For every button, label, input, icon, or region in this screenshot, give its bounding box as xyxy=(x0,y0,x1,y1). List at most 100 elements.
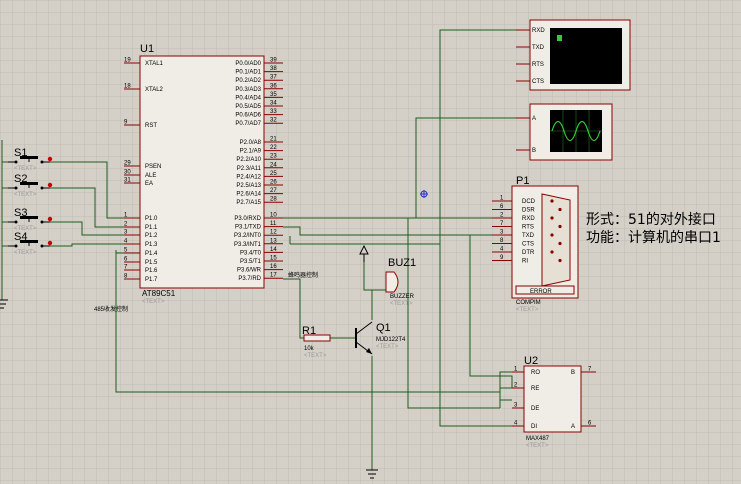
mcu-pin-number: 32 xyxy=(270,118,277,124)
mcu-pin-number: 4 xyxy=(124,239,128,245)
mcu-pin-number: 9 xyxy=(124,120,128,126)
buzzer-ref: BUZ1 xyxy=(388,257,416,269)
scope-waveform xyxy=(551,120,601,142)
mcu-part: AT89C51 xyxy=(142,289,176,298)
compim-pin-name: DTR xyxy=(522,250,535,256)
switch-button-bar xyxy=(20,156,38,159)
switch-contact xyxy=(14,220,18,224)
mcu-pin-name: P2.0/A8 xyxy=(240,140,262,146)
wire-s1 xyxy=(50,161,124,219)
mcu-pin-name: P0.1/AD1 xyxy=(235,70,261,76)
mcu-pin-number: 30 xyxy=(124,170,131,176)
mcu-pin-number: 33 xyxy=(270,109,277,115)
switch-s1[interactable]: S1<TEXT> xyxy=(8,147,53,172)
mcu-pin-number: 5 xyxy=(124,248,128,254)
compim-pin-name: DSR xyxy=(522,208,535,214)
buzzer-body xyxy=(385,271,399,293)
mcu-pin-name: P0.4/AD4 xyxy=(235,95,261,101)
mcu-pin-number: 12 xyxy=(270,230,277,236)
switch-contact xyxy=(40,244,44,248)
mcu-pin-name: P1.5 xyxy=(145,260,158,266)
buzzer-text: <TEXT> xyxy=(390,301,413,307)
switch-state-indicator[interactable] xyxy=(47,182,53,188)
mcu-pin-name: ALE xyxy=(145,173,156,179)
compim-pin-number: 2 xyxy=(500,213,504,219)
db9-pin-dot xyxy=(550,250,554,254)
transistor-q1[interactable]: Q1 MJD122T4 <TEXT> xyxy=(355,321,406,355)
mcu-pin-number: 11 xyxy=(270,221,277,227)
mcu-pin-number: 21 xyxy=(270,137,277,143)
compim-pin-number: 6 xyxy=(500,204,504,210)
switch-s3[interactable]: S3<TEXT> xyxy=(8,207,53,232)
mcu-pin-name: P0.7/AD7 xyxy=(235,121,261,127)
note-line-2: 功能：计算机的串口1 xyxy=(586,230,721,246)
mcu-pin-number: 39 xyxy=(270,58,277,64)
wire-rxd-max487 xyxy=(407,218,500,409)
terminal-cursor xyxy=(557,35,562,41)
wire-txd xyxy=(283,226,492,236)
mcu-pin-number: 16 xyxy=(270,264,277,270)
terminal-pin-name: RTS xyxy=(532,62,544,68)
switch-button-bar xyxy=(20,182,38,185)
switch-contact xyxy=(40,220,44,224)
mcu-pin-name: P2.2/A10 xyxy=(236,157,261,163)
wire-term-rxd xyxy=(439,29,530,244)
buzzer[interactable]: BUZ1 BUZZER <TEXT> xyxy=(385,257,416,307)
terminal-pin-name: TXD xyxy=(532,45,545,51)
switch-state-indicator[interactable] xyxy=(47,240,53,246)
wire-s4 xyxy=(50,243,124,247)
resistor-r1[interactable]: R1 10k <TEXT> xyxy=(302,325,331,359)
mcu-pin-number: 2 xyxy=(124,222,128,228)
mcu-pin-name: P2.7/A15 xyxy=(236,200,261,206)
mcu-pin-name: P1.6 xyxy=(145,268,158,274)
mcu-pin-number: 18 xyxy=(124,84,131,90)
mcu-pin-name: P1.1 xyxy=(145,225,158,231)
switch-state-indicator[interactable] xyxy=(47,216,53,222)
max487-pin-name: RE xyxy=(531,386,539,392)
max487-text: <TEXT> xyxy=(526,443,549,449)
compim-ref: P1 xyxy=(516,175,529,187)
switch-s4[interactable]: S4<TEXT> xyxy=(8,231,53,256)
note-line-1: 形式：51的对外接口 xyxy=(586,211,716,228)
db9-pin-dot xyxy=(558,207,562,212)
max487-pin-number: 3 xyxy=(514,403,518,409)
mcu-left-pins: 19XTAL118XTAL29RST29PSEN30ALE31EA1P1.02P… xyxy=(124,58,164,283)
switch-contact xyxy=(40,186,44,190)
mcu-pin-number: 24 xyxy=(270,162,277,168)
mcu-pin-name: P0.2/AD2 xyxy=(235,78,261,84)
mcu-pin-name: EA xyxy=(145,181,153,187)
mcu-pin-name: P0.6/AD6 xyxy=(235,113,261,119)
db9-pins-dots xyxy=(550,199,562,263)
mcu-at89c51[interactable]: U1 19XTAL118XTAL29RST29PSEN30ALE31EA1P1.… xyxy=(124,43,283,305)
mcu-pin-number: 3 xyxy=(124,230,128,236)
mcu-pin-name: P2.6/A14 xyxy=(236,192,261,198)
net-label-485-ctrl: 485收发控制 xyxy=(94,305,128,313)
switch-text: <TEXT> xyxy=(14,192,37,198)
switch-state-indicator[interactable] xyxy=(47,156,53,162)
mcu-pin-name: P3.1/TXD xyxy=(235,225,262,231)
switch-s2[interactable]: S2<TEXT> xyxy=(8,173,53,198)
compim-pin-number: 3 xyxy=(500,230,504,236)
wire-s3 xyxy=(50,221,124,236)
compim-pin-name: TXD xyxy=(522,233,535,239)
mcu-pin-number: 22 xyxy=(270,145,277,151)
switch-contact xyxy=(14,186,18,190)
compim-error-box xyxy=(515,285,575,295)
oscilloscope[interactable]: AB xyxy=(516,103,613,161)
max487-pin-name: A xyxy=(571,424,575,430)
max487-part: MAX487 xyxy=(526,436,550,442)
compim-pin-number: 9 xyxy=(500,255,504,261)
mcu-pin-number: 31 xyxy=(124,178,131,184)
mcu-pin-name: P3.4/T0 xyxy=(240,250,262,256)
resistor-ref: R1 xyxy=(302,325,316,337)
resistor-text: <TEXT> xyxy=(304,353,327,359)
mcu-pin-number: 29 xyxy=(124,161,131,167)
mcu-pin-name: P3.6/WR xyxy=(237,268,262,274)
cursor-marker xyxy=(420,190,428,198)
max487-ref: U2 xyxy=(524,355,538,367)
